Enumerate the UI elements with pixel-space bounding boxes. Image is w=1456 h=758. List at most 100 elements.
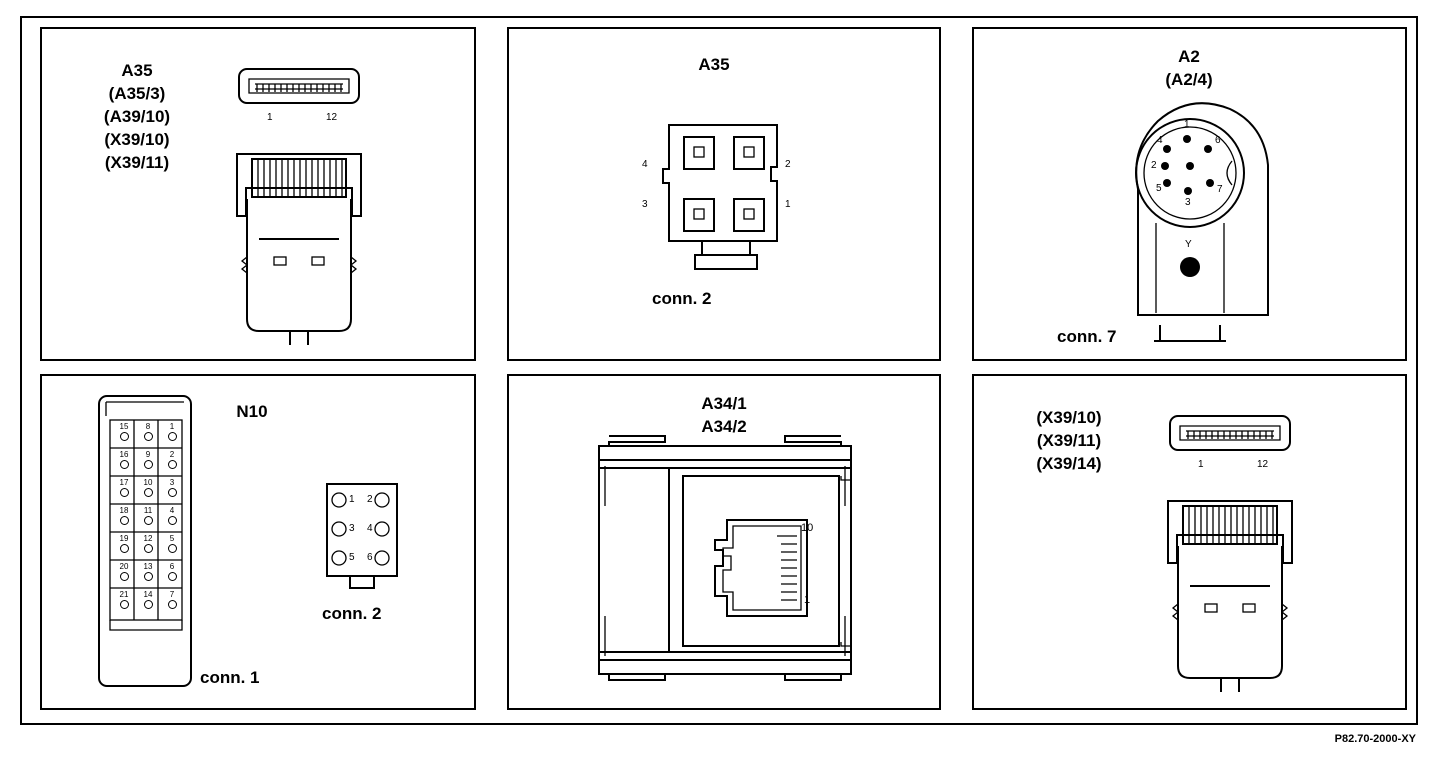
n10-pin-socket — [120, 600, 129, 609]
n10-pin-2: 2 — [169, 450, 175, 459]
label-x39-10: (X39/10) — [1036, 408, 1102, 427]
n10-pin-7: 7 — [169, 590, 175, 599]
panel-x39-ribbon-connector: (X39/10) (X39/11) (X39/14) 1 12 — [972, 374, 1407, 710]
pin2-6: 6 — [367, 552, 373, 563]
pin-2: 2 — [1151, 160, 1157, 171]
n10-pin-socket — [144, 460, 153, 469]
n10-pin-19: 19 — [119, 534, 129, 543]
panel4-title: N10 — [236, 402, 268, 421]
label-a34-1: A34/1 — [701, 394, 747, 413]
pin-4: 4 — [1157, 135, 1163, 146]
pin-label-1: 1 — [267, 112, 273, 123]
label-a35-3: (A35/3) — [108, 84, 166, 103]
marker-y: Y — [1185, 239, 1192, 250]
n10-pin-socket — [144, 600, 153, 609]
panel2-title: A35 — [698, 55, 730, 74]
n10-pin-6: 6 — [169, 562, 175, 571]
panel-a35-ribbon-connector: A35 (A35/3) (A39/10) (X39/10) (X39/11) 1… — [40, 27, 476, 361]
n10-pin-20: 20 — [119, 562, 129, 571]
pin-3: 3 — [1185, 197, 1191, 208]
n10-pin-10: 10 — [143, 478, 153, 487]
n10-pin-socket — [120, 432, 129, 441]
conn-2-label: conn. 2 — [652, 289, 712, 308]
reference-code: P82.70-2000-XY — [1334, 733, 1416, 745]
n10-pin-12: 12 — [143, 534, 153, 543]
panel5-titles: A34/1 A34/2 — [679, 392, 769, 438]
conn-7-label: conn. 7 — [1057, 327, 1117, 346]
n10-pin-15: 15 — [119, 422, 129, 431]
n10-pin-socket — [168, 488, 177, 497]
n10-pin-socket — [168, 432, 177, 441]
panel6-labels: (X39/10) (X39/11) (X39/14) — [1024, 406, 1114, 475]
n10-pin-socket — [120, 572, 129, 581]
label-x39-11: (X39/11) — [1036, 431, 1102, 450]
pin2-1: 1 — [349, 494, 355, 505]
diagram-frame — [20, 16, 1418, 725]
n10-pin-socket — [144, 516, 153, 525]
n10-pin-18: 18 — [119, 506, 129, 515]
n10-pin-socket — [120, 516, 129, 525]
label-x39-11: (X39/11) — [104, 153, 170, 172]
n10-pin-socket — [144, 432, 153, 441]
pin-label-1: 1 — [1198, 459, 1204, 470]
n10-pin-socket — [168, 600, 177, 609]
pin2-4: 4 — [367, 523, 373, 534]
n10-pin-socket — [120, 544, 129, 553]
n10-pin-11: 11 — [143, 506, 153, 515]
conn-2-label: conn. 2 — [322, 604, 382, 623]
n10-pin-socket — [168, 516, 177, 525]
n10-pin-13: 13 — [143, 562, 153, 571]
conn-1-label: conn. 1 — [200, 668, 260, 687]
panel1-labels: A35 (A35/3) (A39/10) (X39/10) (X39/11) — [92, 59, 182, 174]
n10-pin-socket — [144, 488, 153, 497]
pin-3: 3 — [642, 199, 648, 210]
pin-7: 7 — [1217, 184, 1223, 195]
n10-pin-socket — [144, 572, 153, 581]
n10-pin-socket — [144, 544, 153, 553]
n10-pin-1: 1 — [169, 422, 175, 431]
panel-a35-4pin-connector: A35 4 2 3 1 conn. 2 — [507, 27, 941, 361]
pin2-3: 3 — [349, 523, 355, 534]
n10-pin-17: 17 — [119, 478, 129, 487]
n10-pin-5: 5 — [169, 534, 175, 543]
pin-label-12: 12 — [326, 112, 338, 123]
pin-5: 5 — [1156, 183, 1162, 194]
ribbon-connector-drawing — [1167, 415, 1293, 692]
pin-6: 6 — [1215, 135, 1221, 146]
pin-10: 10 — [801, 522, 814, 534]
n10-pin-4: 4 — [169, 506, 175, 515]
n10-pin-socket — [168, 460, 177, 469]
label-a34-2: A34/2 — [701, 417, 747, 436]
pin-1: 1 — [1184, 119, 1190, 130]
n10-pin-14: 14 — [143, 590, 153, 599]
pin-1: 1 — [804, 594, 811, 606]
pin-1: 1 — [785, 199, 791, 210]
label-a2: A2 — [1178, 47, 1200, 66]
label-a35: A35 — [121, 61, 153, 80]
modular-connector-drawing — [598, 435, 852, 681]
n10-connector-drawing — [98, 395, 398, 687]
ribbon-connector-drawing — [236, 68, 362, 345]
n10-pin-socket — [168, 572, 177, 581]
round-connector-drawing — [1135, 102, 1269, 342]
n10-pin-socket — [168, 544, 177, 553]
pin-label-12: 12 — [1257, 459, 1269, 470]
four-pin-connector-drawing — [662, 124, 778, 270]
n10-pin-socket — [120, 488, 129, 497]
n10-pin-16: 16 — [119, 450, 129, 459]
label-a39-10: (A39/10) — [103, 107, 171, 126]
n10-pin-9: 9 — [145, 450, 151, 459]
pin2-2: 2 — [367, 494, 373, 505]
label-x39-14: (X39/14) — [1036, 454, 1102, 473]
pin2-5: 5 — [349, 552, 355, 563]
label-a2-4: (A2/4) — [1165, 70, 1213, 89]
label-x39-10: (X39/10) — [104, 130, 170, 149]
pin-2: 2 — [785, 159, 791, 170]
n10-pin-21: 21 — [119, 590, 129, 599]
n10-pin-8: 8 — [145, 422, 151, 431]
panel-a2-round-connector: A2 (A2/4) 1 4 6 2 5 7 3 Y conn. 7 — [972, 27, 1407, 361]
n10-pin-socket — [120, 460, 129, 469]
n10-pin-3: 3 — [169, 478, 175, 487]
panel3-titles: A2 (A2/4) — [1149, 45, 1229, 91]
